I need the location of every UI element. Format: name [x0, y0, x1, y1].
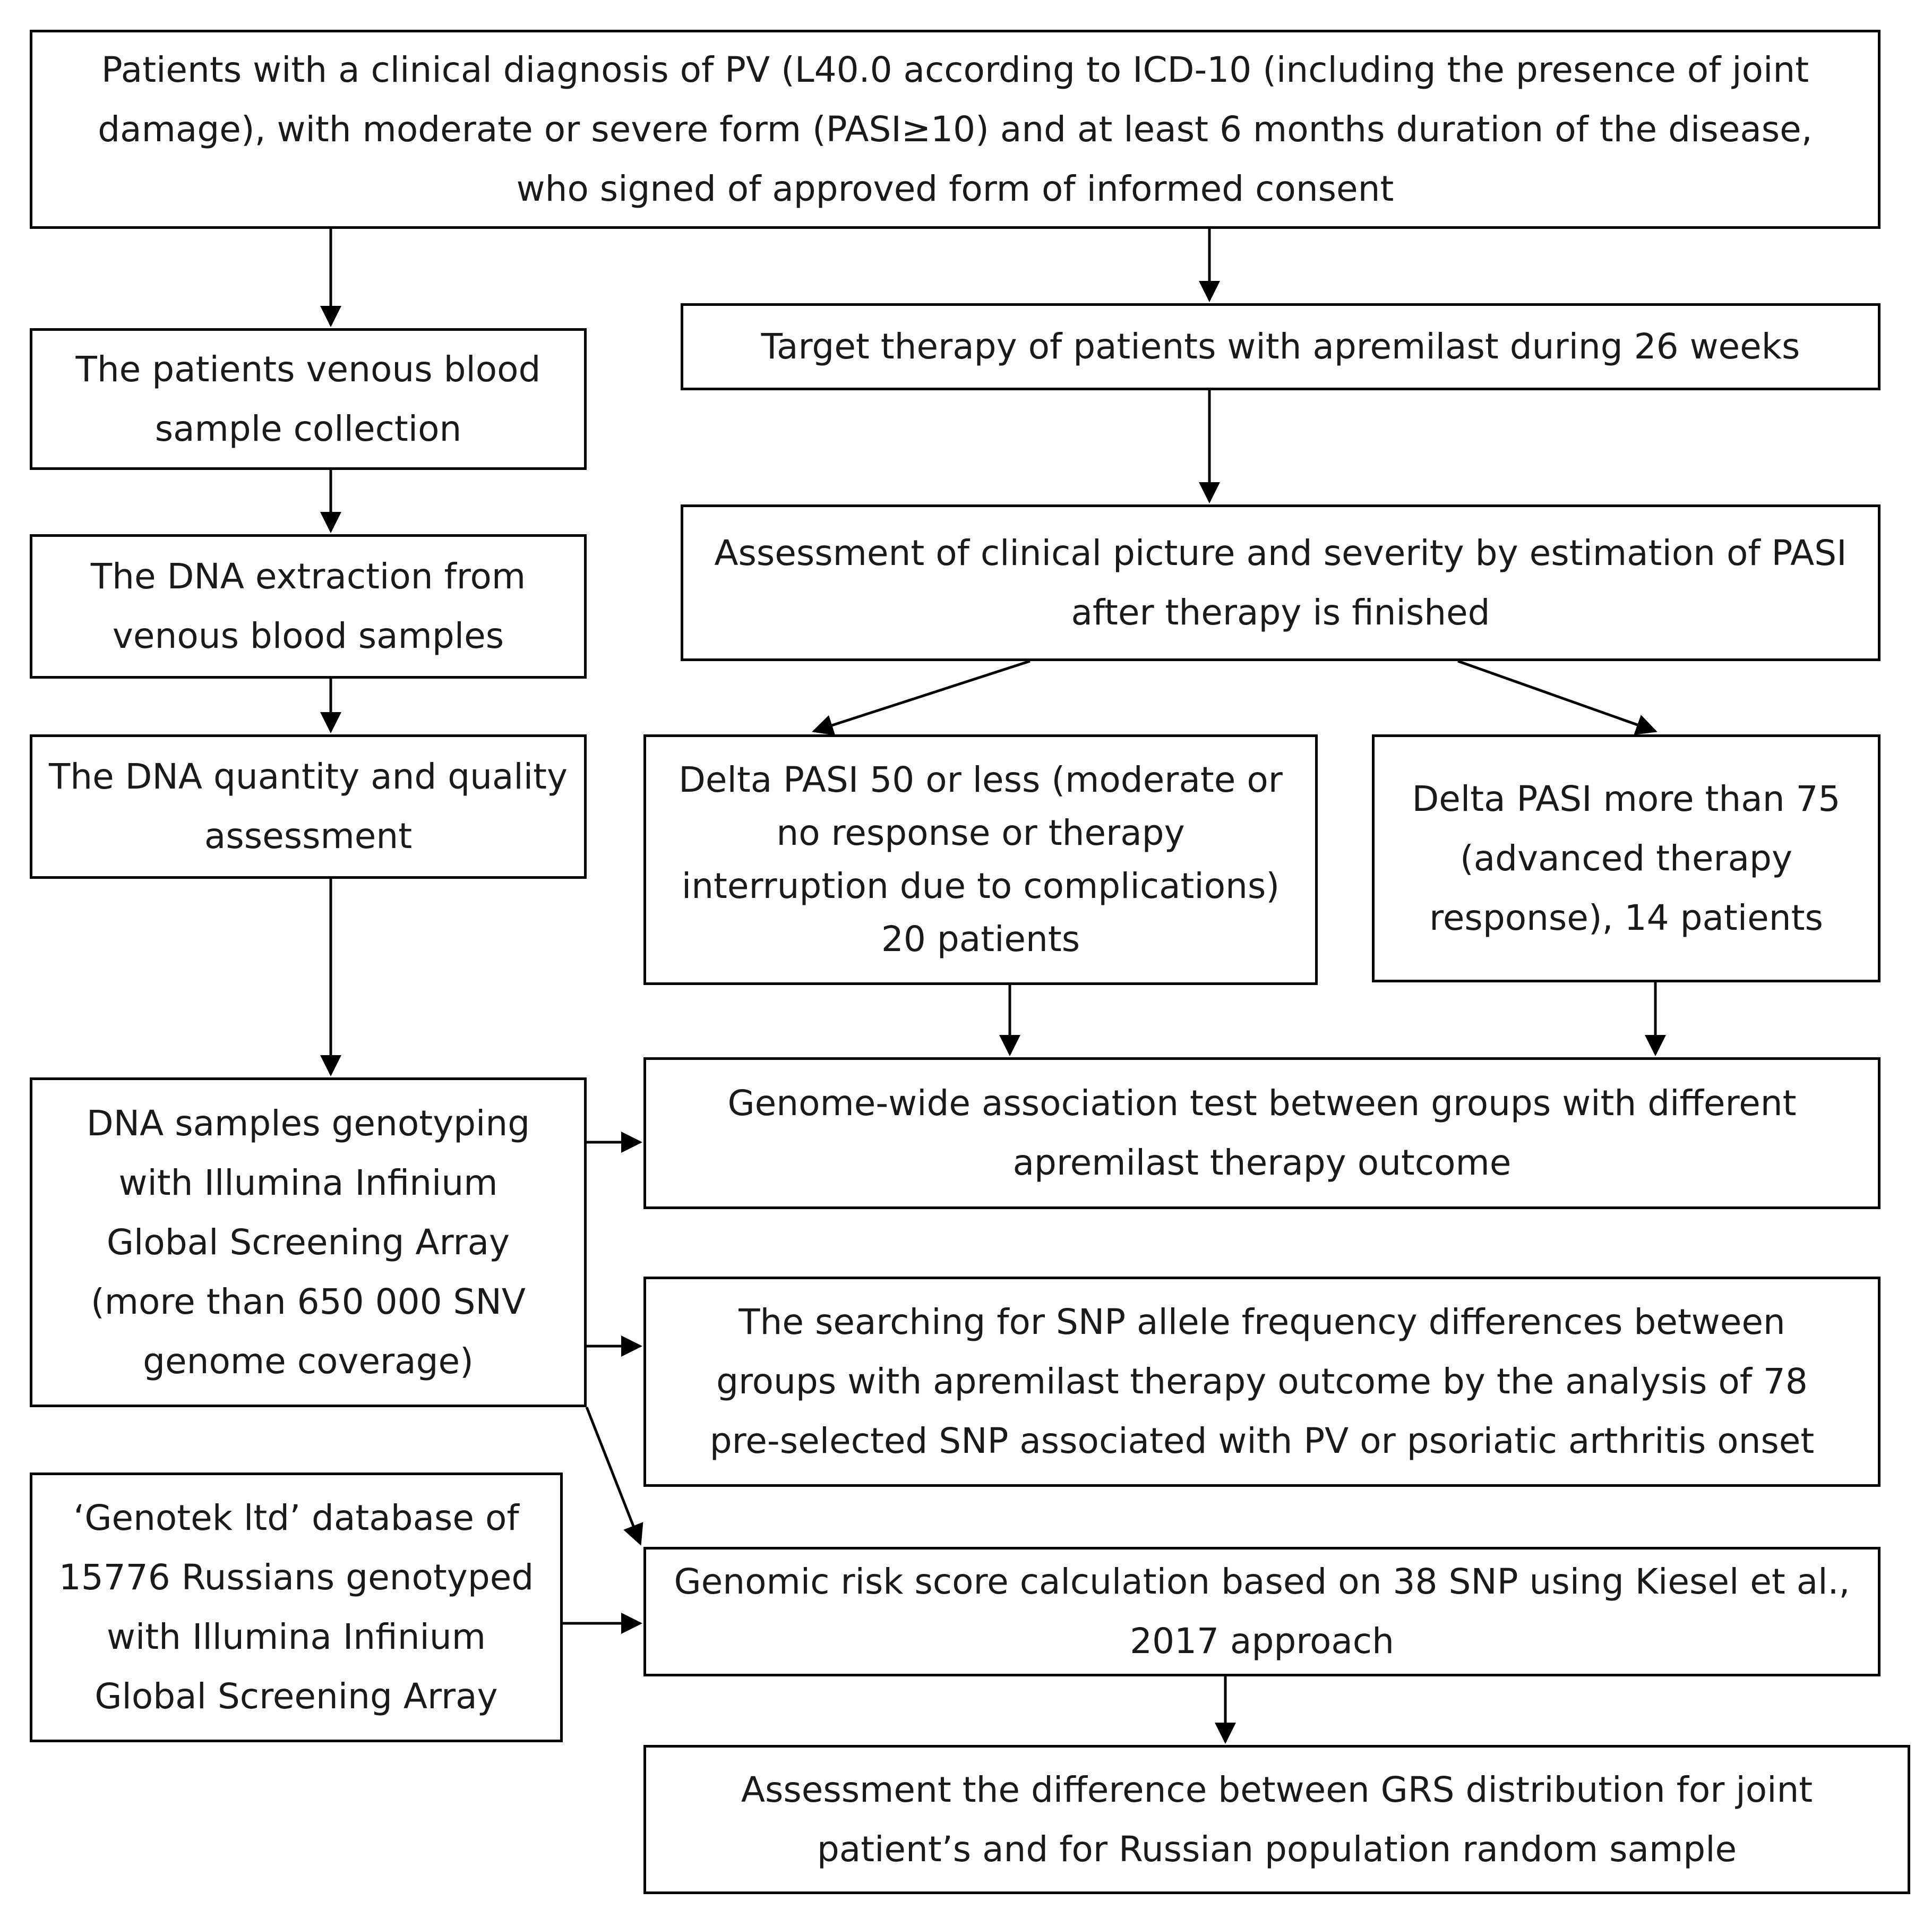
- arrow-genotyping-to-grs: [585, 1407, 643, 1546]
- box-blood-sample-text: The patients venous blood sample collect…: [75, 348, 541, 449]
- box-delta-high-text: Delta PASI more than 75 (advanced therap…: [1412, 778, 1841, 938]
- box-delta-high: Delta PASI more than 75 (advanced therap…: [1372, 734, 1881, 982]
- arrow-assessment-pasi-to-delta-low: [812, 660, 1031, 735]
- box-delta-low-text: Delta PASI 50 or less (moderate or no re…: [679, 759, 1283, 960]
- box-dna-extraction: The DNA extraction from venous blood sam…: [30, 534, 587, 679]
- box-grs-difference: Assessment the difference between GRS di…: [643, 1745, 1910, 1894]
- box-dna-quality-text: The DNA quantity and quality assessment: [48, 756, 568, 857]
- box-genotek-text: ‘Genotek ltd’ database of 15776 Russians…: [58, 1497, 534, 1717]
- box-delta-low: Delta PASI 50 or less (moderate or no re…: [643, 734, 1318, 985]
- box-genotyping: DNA samples genotyping with Illumina Inf…: [30, 1077, 587, 1407]
- box-patients-text: Patients with a clinical diagnosis of PV…: [98, 49, 1813, 209]
- box-blood-sample: The patients venous blood sample collect…: [30, 328, 587, 470]
- box-grs-text: Genomic risk score calculation based on …: [674, 1561, 1850, 1662]
- box-gwas-text: Genome-wide association test between gro…: [727, 1083, 1797, 1183]
- box-grs-difference-text: Assessment the difference between GRS di…: [741, 1769, 1813, 1870]
- box-genotyping-text: DNA samples genotyping with Illumina Inf…: [86, 1102, 530, 1382]
- box-grs: Genomic risk score calculation based on …: [643, 1547, 1881, 1676]
- box-dna-quality: The DNA quantity and quality assessment: [30, 734, 587, 879]
- box-assessment-pasi-text: Assessment of clinical picture and sever…: [714, 532, 1847, 633]
- box-patients: Patients with a clinical diagnosis of PV…: [30, 30, 1881, 229]
- box-genotek: ‘Genotek ltd’ database of 15776 Russians…: [30, 1473, 563, 1742]
- box-snp-search-text: The searching for SNP allele frequency d…: [709, 1302, 1815, 1461]
- box-assessment-pasi: Assessment of clinical picture and sever…: [681, 504, 1881, 661]
- box-target-therapy-text: Target therapy of patients with apremila…: [761, 326, 1800, 367]
- box-snp-search: The searching for SNP allele frequency d…: [643, 1277, 1881, 1487]
- box-target-therapy: Target therapy of patients with apremila…: [681, 303, 1881, 390]
- box-gwas: Genome-wide association test between gro…: [643, 1057, 1881, 1209]
- arrow-assessment-pasi-to-delta-high: [1457, 660, 1658, 735]
- box-dna-extraction-text: The DNA extraction from venous blood sam…: [90, 556, 526, 656]
